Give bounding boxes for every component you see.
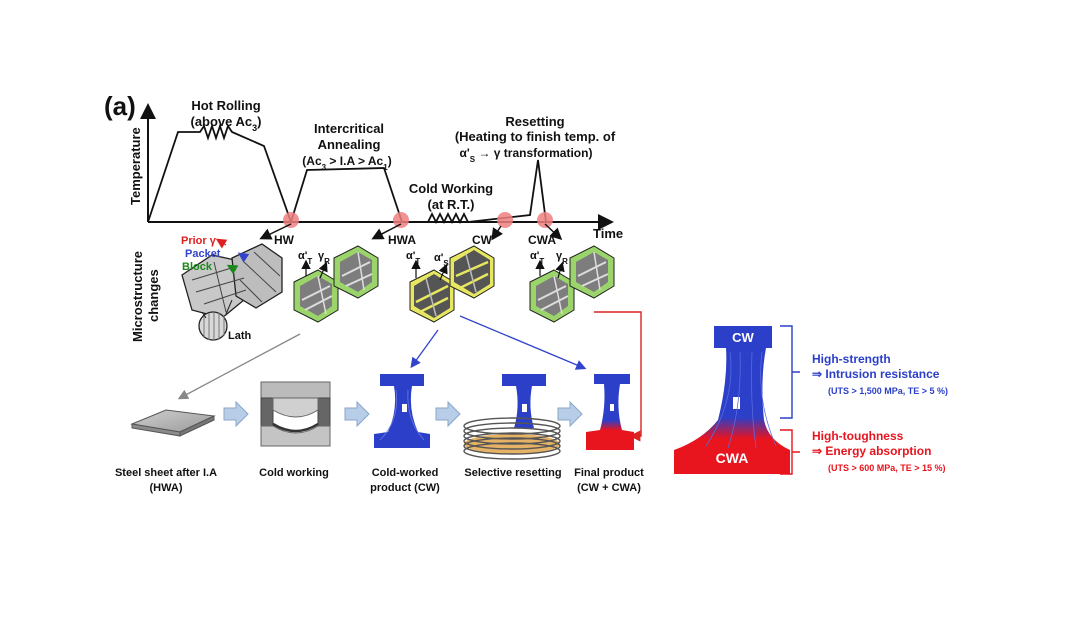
cold-working-die-icon (260, 381, 331, 447)
final-product-icon (586, 374, 634, 450)
flow-arrow-2 (344, 400, 370, 428)
cw-alpha-t-label: α'T (406, 250, 420, 266)
grain-cluster-hwa (293, 245, 379, 323)
cwa-to-final-arrow (594, 311, 642, 442)
flow-arrow-3 (435, 400, 461, 428)
cw-state-label: CW (472, 233, 493, 247)
resetting-label: Resetting(Heating to finish temp. of (455, 114, 616, 144)
cw-to-product-arrow (410, 329, 439, 369)
strength-bracket (780, 325, 800, 419)
cold-working-caption: Cold working (259, 467, 329, 479)
lath-circle (198, 311, 228, 341)
cw-marker (497, 212, 513, 228)
resetting-condition: α'S → γ transformation) (460, 146, 593, 164)
cold-working-label: Cold Working(at R.T.) (409, 181, 493, 212)
block-label: Block (182, 261, 213, 273)
cwa-alpha-t-label: α'T (530, 250, 544, 266)
prior-gamma-label: Prior γ (181, 235, 217, 247)
steel-sheet-caption: Steel sheet after I.A(HWA) (115, 467, 217, 494)
lath-label: Lath (228, 330, 252, 342)
microstructure-row-label: Microstructure (130, 251, 145, 342)
hwa-state-label: HWA (388, 233, 416, 247)
cw-alpha-s-label: α'S (434, 252, 449, 268)
hw-state-label: HW (274, 233, 295, 247)
hwa-to-sheet-arrow (177, 333, 301, 400)
grain-cluster-cw (409, 245, 495, 323)
pillar-cw-label: CW (732, 330, 754, 345)
hot-rolling-condition: (above Ac3) (190, 114, 261, 133)
intercritical-condition: (Ac3 > I.A > Ac1) (302, 154, 391, 172)
cw-to-final-arrow (459, 315, 587, 370)
hw-marker (283, 212, 299, 228)
state-markers (259, 212, 563, 241)
hot-rolling-label: Hot Rolling (191, 98, 260, 113)
cwa-gamma-r-label: γR (556, 250, 568, 266)
selective-resetting-caption: Selective resetting (464, 467, 561, 479)
temperature-time-axes (140, 103, 614, 230)
toughness-bracket (780, 429, 800, 475)
final-product-caption: Final product(CW + CWA) (574, 467, 644, 494)
y-axis-label: Temperature (128, 127, 143, 205)
cwa-marker (537, 212, 553, 228)
pillar-cwa-label: CWA (716, 450, 749, 466)
toughness-title: High-toughness (812, 429, 904, 443)
steel-sheet-icon (130, 409, 216, 437)
flow-arrow-4 (557, 400, 583, 428)
martensite-hierarchy-schematic (181, 238, 283, 341)
strength-title: High-strength (812, 352, 891, 366)
grain-cluster-cwa (529, 245, 615, 323)
selective-resetting-icon (463, 374, 561, 460)
strength-effect: ⇒ Intrusion resistance (812, 367, 940, 381)
hwa-marker (393, 212, 409, 228)
microstructure-row-label-2: changes (146, 269, 161, 322)
hwa-gamma-r-label: γR (318, 250, 330, 266)
cwa-state-label: CWA (528, 233, 556, 247)
cold-worked-product-icon (374, 374, 430, 448)
panel-label: (a) (104, 91, 136, 121)
toughness-effect: ⇒ Energy absorption (812, 444, 931, 458)
packet-label: Packet (185, 248, 221, 260)
toughness-specs: (UTS > 600 MPa, TE > 15 %) (828, 463, 946, 473)
strength-specs: (UTS > 1,500 MPa, TE > 5 %) (828, 386, 948, 396)
hwa-alpha-t-label: α'T (298, 250, 312, 266)
x-axis-label: Time (593, 226, 623, 241)
flow-arrow-1 (223, 400, 249, 428)
b-pillar-large (674, 326, 790, 474)
